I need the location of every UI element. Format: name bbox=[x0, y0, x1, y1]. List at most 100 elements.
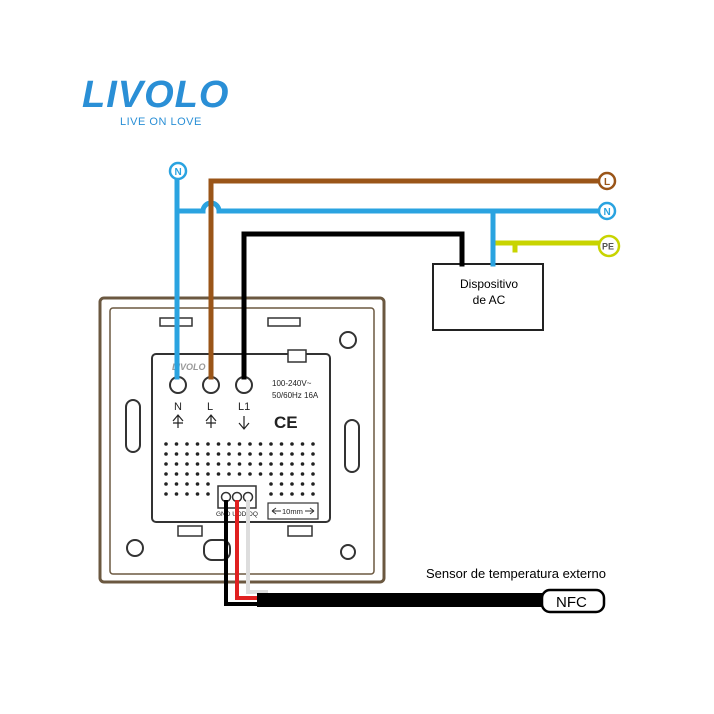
vent-hole bbox=[227, 462, 231, 466]
ac-device-label-line2: de AC bbox=[472, 293, 506, 307]
vent-hole bbox=[216, 452, 221, 456]
strip-length-indicator bbox=[267, 502, 319, 520]
vent-hole bbox=[279, 472, 284, 476]
nfc-tag-label: NFC bbox=[556, 594, 587, 611]
vent-hole bbox=[185, 492, 189, 496]
load-wire bbox=[241, 231, 465, 380]
vent-hole bbox=[311, 482, 315, 486]
vent-hole bbox=[195, 462, 200, 466]
vent-hole bbox=[216, 462, 221, 466]
vent-hole bbox=[195, 492, 200, 496]
vent-hole bbox=[290, 472, 294, 476]
vent-hole bbox=[248, 462, 252, 466]
vent-hole bbox=[300, 452, 305, 456]
vent-hole bbox=[206, 452, 210, 456]
vent-hole bbox=[269, 482, 273, 486]
embossed-brand: LIVOLO bbox=[172, 362, 206, 372]
vent-hole bbox=[248, 472, 252, 476]
vent-hole bbox=[164, 462, 168, 466]
sensor-label: Sensor de temperatura externo bbox=[426, 566, 606, 581]
vent-hole bbox=[185, 472, 189, 476]
vent-hole bbox=[164, 442, 168, 446]
vent-hole bbox=[237, 452, 242, 456]
badge-top-n bbox=[168, 161, 188, 181]
strip-length-label: 10mm bbox=[282, 507, 303, 516]
terminal-label-n: N bbox=[174, 401, 182, 413]
vent-hole bbox=[195, 442, 200, 446]
vent-hole bbox=[195, 472, 200, 476]
vent-hole bbox=[227, 472, 231, 476]
vent-hole bbox=[174, 482, 179, 486]
rating-frequency: 50/60Hz 16A bbox=[272, 391, 319, 400]
vent-hole bbox=[258, 462, 263, 466]
vent-hole bbox=[174, 462, 179, 466]
vent-hole bbox=[279, 482, 284, 486]
live-wire bbox=[208, 178, 601, 380]
vent-hole bbox=[206, 442, 210, 446]
wires bbox=[174, 174, 603, 607]
vent-hole bbox=[174, 472, 179, 476]
vent-hole bbox=[237, 472, 242, 476]
vent-hole bbox=[290, 492, 294, 496]
vent-hole bbox=[279, 462, 284, 466]
badge-right-pe bbox=[597, 234, 621, 258]
badge-right-l bbox=[597, 171, 617, 191]
sensor-wire-gnd bbox=[224, 500, 268, 606]
vent-hole bbox=[311, 492, 315, 496]
ventilation-holes bbox=[164, 442, 315, 496]
vent-hole bbox=[206, 472, 210, 476]
vent-hole bbox=[195, 452, 200, 456]
livolo-logo: LIVOLO LIVE ON LOVE bbox=[82, 74, 282, 140]
badge-right-pe-label: PE bbox=[602, 242, 614, 252]
vent-hole bbox=[185, 442, 189, 446]
vent-hole bbox=[164, 482, 168, 486]
sensor-wire-dq bbox=[246, 500, 268, 594]
logo-tagline: LIVE ON LOVE bbox=[120, 116, 202, 128]
vent-hole bbox=[279, 442, 284, 446]
vent-hole bbox=[311, 472, 315, 476]
badge-right-n-label: N bbox=[604, 207, 611, 218]
vent-hole bbox=[290, 482, 294, 486]
terminal-label-l: L bbox=[207, 401, 213, 413]
vent-hole bbox=[279, 452, 284, 456]
ac-device-label: Dispositivo de AC bbox=[434, 276, 544, 308]
nfc-tag bbox=[540, 588, 606, 614]
vent-hole bbox=[174, 492, 179, 496]
vent-hole bbox=[290, 442, 294, 446]
vent-hole bbox=[279, 492, 284, 496]
vent-hole bbox=[300, 492, 305, 496]
vent-hole bbox=[248, 452, 252, 456]
rating-voltage: 100-240V~ bbox=[272, 379, 312, 388]
vent-hole bbox=[269, 462, 273, 466]
vent-hole bbox=[227, 442, 231, 446]
badge-right-n bbox=[597, 201, 617, 221]
vent-hole bbox=[237, 462, 242, 466]
ac-device-box bbox=[432, 263, 544, 331]
ce-mark: CE bbox=[274, 413, 298, 432]
vent-hole bbox=[269, 452, 273, 456]
vent-hole bbox=[174, 452, 179, 456]
vent-hole bbox=[174, 442, 179, 446]
ac-device-label-line1: Dispositivo bbox=[459, 277, 519, 291]
vent-hole bbox=[227, 452, 231, 456]
vent-hole bbox=[206, 482, 210, 486]
vent-hole bbox=[269, 492, 273, 496]
vent-hole bbox=[258, 452, 263, 456]
vent-hole bbox=[185, 482, 189, 486]
vent-hole bbox=[206, 492, 210, 496]
vent-hole bbox=[164, 492, 168, 496]
vent-hole bbox=[300, 472, 305, 476]
vent-hole bbox=[206, 462, 210, 466]
logo-brand: LIVOLO bbox=[82, 74, 230, 116]
vent-hole bbox=[185, 462, 189, 466]
badge-right-l-label: L bbox=[604, 177, 610, 188]
vent-hole bbox=[290, 452, 294, 456]
vent-hole bbox=[216, 442, 221, 446]
vent-hole bbox=[216, 472, 221, 476]
neutral-main-wire bbox=[174, 200, 601, 214]
vent-hole bbox=[258, 442, 263, 446]
vent-hole bbox=[237, 442, 242, 446]
earth-wire bbox=[490, 240, 603, 267]
